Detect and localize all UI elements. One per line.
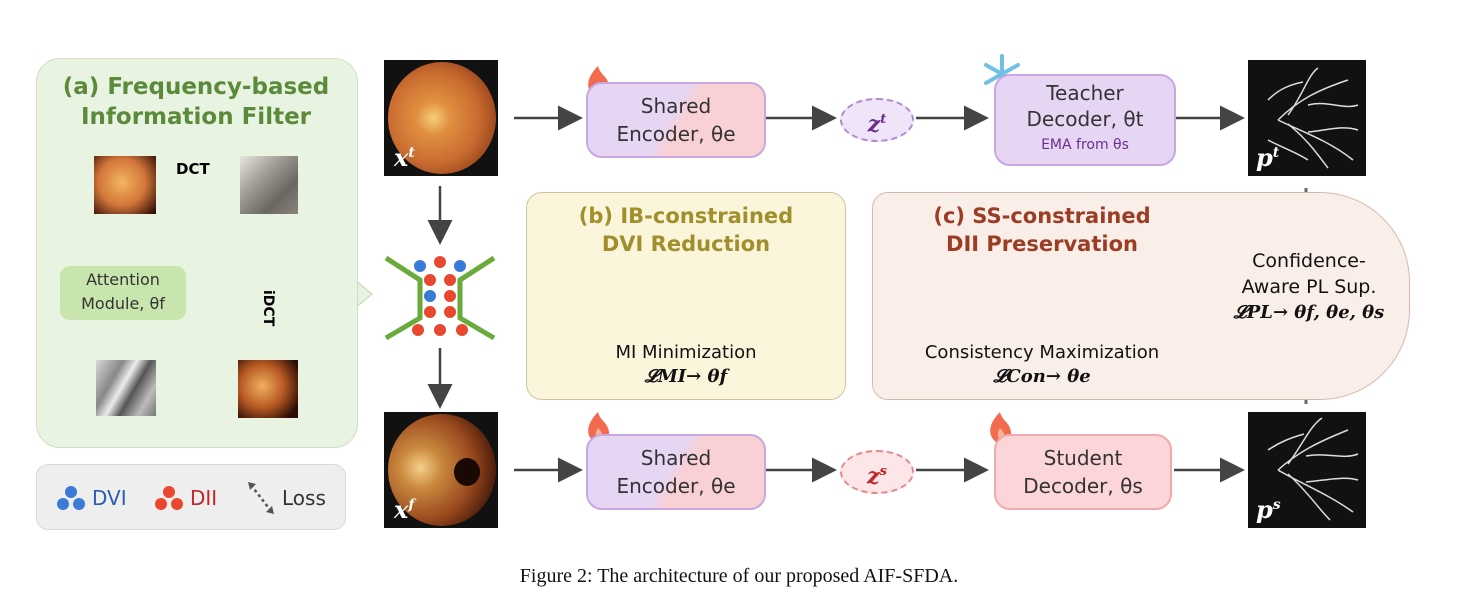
panel-c-title-line1: (c) SS-constrained — [933, 204, 1151, 228]
latent-zs: zs — [840, 450, 914, 494]
dvi-legend-icon — [57, 486, 85, 510]
panel-a-title: (a) Frequency-based Information Filter — [62, 74, 330, 130]
attention-module-label: Attention Module, θf — [81, 270, 165, 313]
figure-caption: Figure 2: The architecture of our propos… — [519, 565, 959, 587]
panel-b-loss: 𝓛MI→ θf — [644, 366, 728, 387]
dii-legend-label: DII — [190, 486, 218, 510]
encoder-bottom-line1: Shared — [640, 446, 712, 470]
student-line1: Student — [1043, 446, 1123, 470]
pl-sup-loss: 𝓛PL→ θf, θe, θs — [1233, 302, 1385, 323]
loss-legend-icon — [248, 482, 274, 514]
pt-label: pt — [1256, 143, 1280, 172]
teacher-ema-label: EMA from θs — [1041, 137, 1129, 153]
dii-legend-icon — [155, 486, 183, 510]
legend — [36, 464, 346, 530]
filtered-fundus-thumbnail — [238, 360, 298, 418]
encoder-bottom-line2: Encoder, θe — [616, 474, 736, 498]
panel-c-title-line2: DII Preservation — [946, 232, 1138, 256]
student-line2: Decoder, θs — [1023, 474, 1143, 498]
student-decoder: Student Decoder, θs — [994, 434, 1172, 510]
dct-spectrum-thumbnail — [240, 156, 298, 214]
idct-label: iDCT — [260, 290, 276, 327]
dvi-legend-label: DVI — [92, 486, 127, 510]
teacher-line1: Teacher — [1046, 81, 1124, 105]
panel-c-caption: Consistency Maximization — [924, 342, 1160, 363]
dct-label: DCT — [176, 160, 210, 178]
loss-legend-label: Loss — [282, 486, 326, 510]
panel-a-pointer — [354, 279, 374, 309]
input-fundus-thumbnail — [94, 156, 156, 214]
teacher-decoder: Teacher Decoder, θt EMA from θs — [994, 74, 1176, 166]
panel-frequency-filter — [36, 58, 358, 448]
encoder-top-line1: Shared — [640, 94, 712, 118]
panel-c-loss: 𝓛Con→ θe — [993, 366, 1091, 387]
encoder-top-line2: Encoder, θe — [616, 122, 736, 146]
xt-label: xt — [394, 143, 415, 172]
shared-encoder-top: Shared Encoder, θe — [586, 82, 766, 158]
filtered-image-xf: xf — [384, 412, 498, 528]
teacher-line2: Decoder, θt — [1026, 107, 1144, 131]
panel-dvi-reduction — [526, 192, 846, 400]
attention-module: Attention Module, θf — [60, 266, 186, 320]
panel-b-title-line1: (b) IB-constrained — [578, 204, 794, 228]
ps-label: ps — [1256, 495, 1281, 524]
panel-b-title-line2: DVI Reduction — [601, 232, 771, 256]
attention-mask-thumbnail — [96, 360, 156, 416]
bottleneck-icon — [384, 255, 496, 341]
latent-zt: zt — [840, 98, 914, 142]
shared-encoder-bottom: Shared Encoder, θe — [586, 434, 766, 510]
teacher-prediction-pt: pt — [1248, 60, 1366, 176]
student-prediction-ps: ps — [1248, 412, 1366, 528]
xf-label: xf — [394, 495, 415, 524]
pl-sup-line2: Aware PL Sup. — [1241, 276, 1377, 298]
pl-sup-line1: Confidence- — [1252, 250, 1366, 272]
target-image-xt: xt — [384, 60, 498, 176]
panel-dii-preservation — [872, 192, 1410, 400]
panel-b-caption: MI Minimization — [615, 342, 757, 363]
